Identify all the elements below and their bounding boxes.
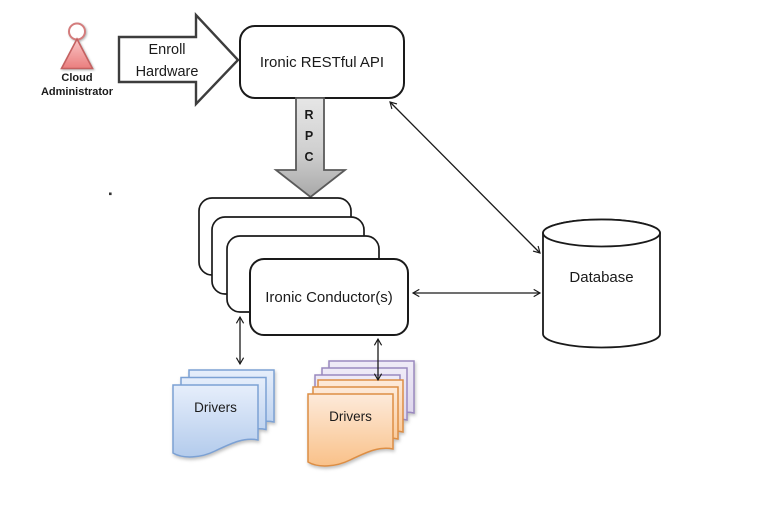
rpc-label: R P C [304, 108, 314, 164]
ironic-conductors-stack [198, 197, 409, 336]
drivers-blue-front-card [172, 384, 259, 458]
ironic-conductors-front-box [249, 258, 409, 336]
database-cylinder [542, 218, 661, 349]
enroll-hardware-label: Enroll Hardware [135, 42, 199, 80]
api-database-arrow [389, 101, 541, 254]
cloud-administrator-label: Cloud Administrator [40, 72, 114, 98]
drivers-blue-label: Drivers [194, 399, 237, 415]
drivers-blue-stack [172, 369, 275, 458]
ironic-conductors-label: Ironic Conductor(s) [265, 288, 393, 306]
ironic-restful-api-label: Ironic RESTful API [259, 53, 385, 71]
rpc-arrow [273, 97, 348, 199]
drivers-orange-front-card [307, 393, 394, 467]
enroll-hardware-block-arrow [117, 11, 240, 107]
database-label: Database [569, 269, 634, 286]
stray-dot [109, 192, 112, 196]
drivers-orange-label: Drivers [329, 408, 372, 424]
drivers-orange-stack [307, 360, 415, 467]
cloud-administrator-icon [60, 22, 94, 70]
